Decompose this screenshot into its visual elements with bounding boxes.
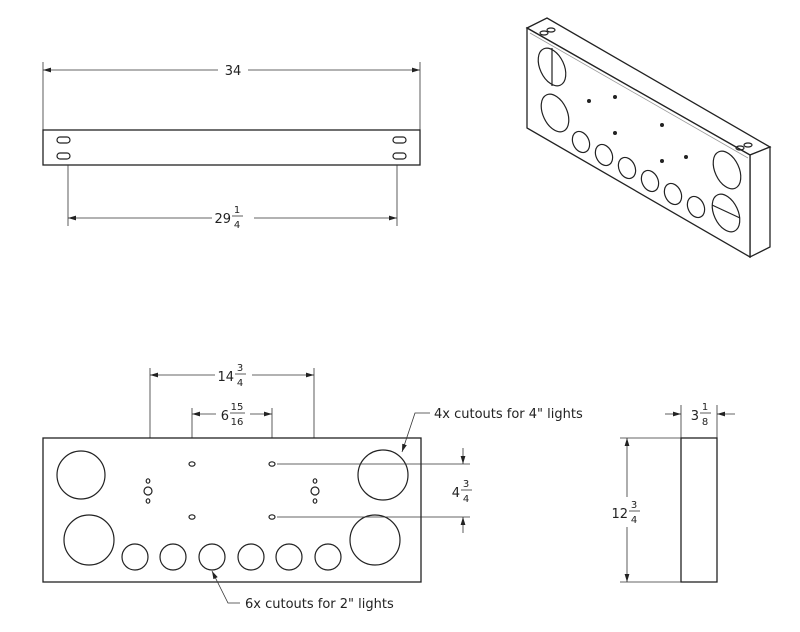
front-view: 14 3 4 6 15 16 <box>42 363 583 612</box>
large-cutouts <box>56 449 409 566</box>
svg-text:6: 6 <box>221 409 229 424</box>
slot <box>56 136 71 144</box>
isometric-view <box>525 17 772 259</box>
svg-text:3: 3 <box>237 363 243 374</box>
top-view: 34 29 1 4 <box>42 62 421 231</box>
dimension-height: 12 3 4 <box>611 500 640 526</box>
svg-text:4: 4 <box>234 220 240 231</box>
side-view: 3 1 8 12 3 4 <box>611 402 735 583</box>
svg-text:1: 1 <box>234 205 240 216</box>
svg-text:4: 4 <box>452 486 460 501</box>
callout-large-cutouts: 4x cutouts for 4" lights <box>434 407 583 422</box>
svg-text:3: 3 <box>691 409 699 424</box>
dimension-depth: 3 1 8 <box>691 402 711 428</box>
svg-text:8: 8 <box>702 417 708 428</box>
svg-text:15: 15 <box>231 402 244 413</box>
svg-text:4: 4 <box>237 378 243 389</box>
svg-text:4: 4 <box>631 515 637 526</box>
dimension-slot-spacing: 29 1 4 <box>214 205 243 231</box>
svg-text:14: 14 <box>217 370 234 385</box>
svg-text:3: 3 <box>631 500 637 511</box>
callout-small-cutouts: 6x cutouts for 2" lights <box>245 597 394 612</box>
svg-text:12: 12 <box>611 507 628 522</box>
slot <box>392 152 407 160</box>
dimension-vertical-hole-spacing: 4 3 4 <box>452 479 472 505</box>
svg-text:16: 16 <box>231 417 244 428</box>
slot <box>56 152 71 160</box>
svg-text:29: 29 <box>214 212 231 227</box>
dimension-outer-hole-spacing: 14 3 4 <box>217 363 246 389</box>
small-cutouts <box>121 543 342 571</box>
mounting-holes <box>143 461 320 520</box>
top-view-bar <box>42 129 421 166</box>
side-panel <box>680 437 718 583</box>
dimension-overall-length: 34 <box>225 64 242 79</box>
svg-text:3: 3 <box>463 479 469 490</box>
svg-text:1: 1 <box>702 402 708 413</box>
slot <box>392 136 407 144</box>
dimension-inner-hole-spacing: 6 15 16 <box>221 402 245 428</box>
svg-text:4: 4 <box>463 494 469 505</box>
